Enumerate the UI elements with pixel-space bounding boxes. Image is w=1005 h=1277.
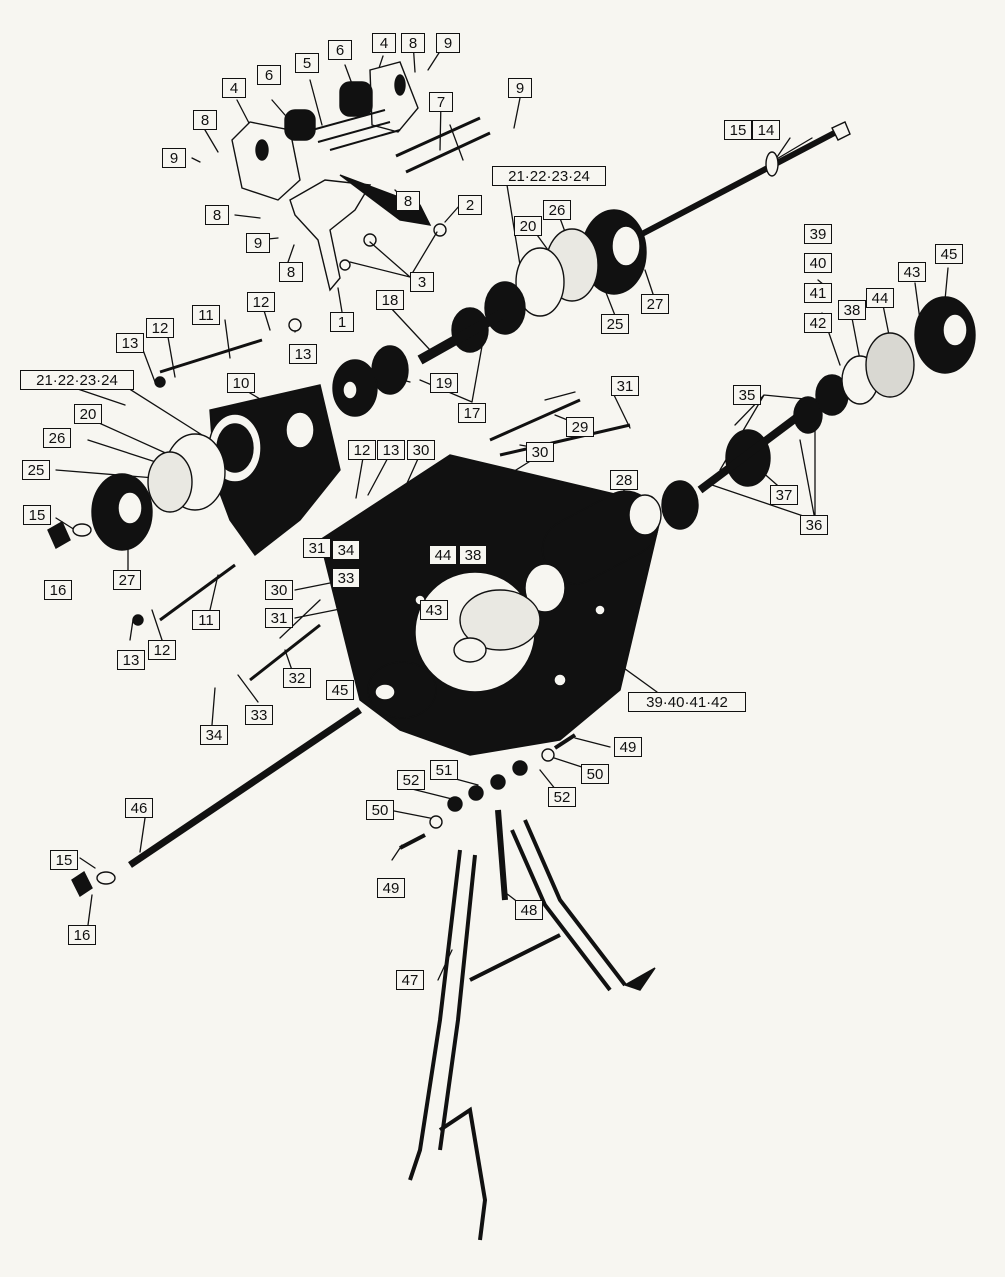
part-callout-43: 43 bbox=[420, 600, 448, 620]
part-callout-27: 27 bbox=[641, 294, 669, 314]
part-callout-27: 27 bbox=[113, 570, 141, 590]
part-callout-7: 7 bbox=[429, 92, 453, 112]
part-callout-13: 13 bbox=[117, 650, 145, 670]
part-callout-17: 17 bbox=[458, 403, 486, 423]
part-callout-30: 30 bbox=[526, 442, 554, 462]
part-callout-20: 20 bbox=[74, 404, 102, 424]
part-callout-15: 15 bbox=[50, 850, 78, 870]
part-callout-1: 1 bbox=[330, 312, 354, 332]
part-callout-20: 20 bbox=[514, 216, 542, 236]
part-callout-45: 45 bbox=[326, 680, 354, 700]
part-callout-44: 44 bbox=[866, 288, 894, 308]
part-callout-13: 13 bbox=[116, 333, 144, 353]
part-callout-37: 37 bbox=[770, 485, 798, 505]
part-callout-21-24: 21·22·23·24 bbox=[20, 370, 134, 390]
part-callout-15: 15 bbox=[23, 505, 51, 525]
part-callout-50: 50 bbox=[581, 764, 609, 784]
part-callout-11: 11 bbox=[192, 305, 220, 325]
part-callout-30: 30 bbox=[407, 440, 435, 460]
part-callout-31: 31 bbox=[265, 608, 293, 628]
part-callout-52: 52 bbox=[397, 770, 425, 790]
part-callout-16: 16 bbox=[44, 580, 72, 600]
part-callout-33: 33 bbox=[245, 705, 273, 725]
part-callout-25: 25 bbox=[601, 314, 629, 334]
part-callout-29: 29 bbox=[566, 417, 594, 437]
part-callout-4: 4 bbox=[372, 33, 396, 53]
part-callout-25: 25 bbox=[22, 460, 50, 480]
part-callout-40: 40 bbox=[804, 253, 832, 273]
part-callout-21-24: 21·22·23·24 bbox=[492, 166, 606, 186]
part-callout-19: 19 bbox=[430, 373, 458, 393]
part-callout-38: 38 bbox=[838, 300, 866, 320]
part-callout-41: 41 bbox=[804, 283, 832, 303]
part-callout-26: 26 bbox=[543, 200, 571, 220]
part-callout-44: 44 bbox=[429, 545, 457, 565]
part-callout-47: 47 bbox=[396, 970, 424, 990]
part-callout-9: 9 bbox=[436, 33, 460, 53]
part-callout-15: 15 bbox=[724, 120, 752, 140]
part-callout-8: 8 bbox=[396, 191, 420, 211]
part-callout-8: 8 bbox=[193, 110, 217, 130]
part-callout-12: 12 bbox=[348, 440, 376, 460]
part-callout-8: 8 bbox=[279, 262, 303, 282]
part-callout-9: 9 bbox=[508, 78, 532, 98]
part-callout-9: 9 bbox=[246, 233, 270, 253]
part-callout-32: 32 bbox=[283, 668, 311, 688]
part-callout-35: 35 bbox=[733, 385, 761, 405]
part-callout-2: 2 bbox=[458, 195, 482, 215]
part-callout-36: 36 bbox=[800, 515, 828, 535]
part-callout-8: 8 bbox=[205, 205, 229, 225]
part-callout-39: 39 bbox=[804, 224, 832, 244]
part-callout-34: 34 bbox=[200, 725, 228, 745]
part-callout-50: 50 bbox=[366, 800, 394, 820]
part-callout-34: 34 bbox=[332, 540, 360, 560]
part-callout-42: 42 bbox=[804, 313, 832, 333]
part-callout-18: 18 bbox=[376, 290, 404, 310]
part-callout-45: 45 bbox=[935, 244, 963, 264]
part-callout-49: 49 bbox=[377, 878, 405, 898]
part-callout-31: 31 bbox=[303, 538, 331, 558]
part-callout-12: 12 bbox=[247, 292, 275, 312]
part-callout-4: 4 bbox=[222, 78, 246, 98]
part-callout-33: 33 bbox=[332, 568, 360, 588]
part-callout-8: 8 bbox=[401, 33, 425, 53]
part-callout-10: 10 bbox=[227, 373, 255, 393]
part-callout-6: 6 bbox=[257, 65, 281, 85]
part-callout-13: 13 bbox=[289, 344, 317, 364]
part-callout-38: 38 bbox=[459, 545, 487, 565]
part-callout-43: 43 bbox=[898, 262, 926, 282]
part-callout-13: 13 bbox=[377, 440, 405, 460]
part-callout-11: 11 bbox=[192, 610, 220, 630]
part-callout-26: 26 bbox=[43, 428, 71, 448]
part-callout-49: 49 bbox=[614, 737, 642, 757]
part-callout-3: 3 bbox=[410, 272, 434, 292]
part-callout-6: 6 bbox=[328, 40, 352, 60]
part-callout-12: 12 bbox=[148, 640, 176, 660]
part-callout-52: 52 bbox=[548, 787, 576, 807]
part-callout-9: 9 bbox=[162, 148, 186, 168]
part-callout-31: 31 bbox=[611, 376, 639, 396]
part-callout-12: 12 bbox=[146, 318, 174, 338]
part-callout-16: 16 bbox=[68, 925, 96, 945]
part-callout-5: 5 bbox=[295, 53, 319, 73]
part-callout-30: 30 bbox=[265, 580, 293, 600]
part-callout-39-42: 39·40·41·42 bbox=[628, 692, 746, 712]
part-callout-28: 28 bbox=[610, 470, 638, 490]
part-callout-51: 51 bbox=[430, 760, 458, 780]
part-callout-14: 14 bbox=[752, 120, 780, 140]
part-callout-48: 48 bbox=[515, 900, 543, 920]
part-callout-46: 46 bbox=[125, 798, 153, 818]
